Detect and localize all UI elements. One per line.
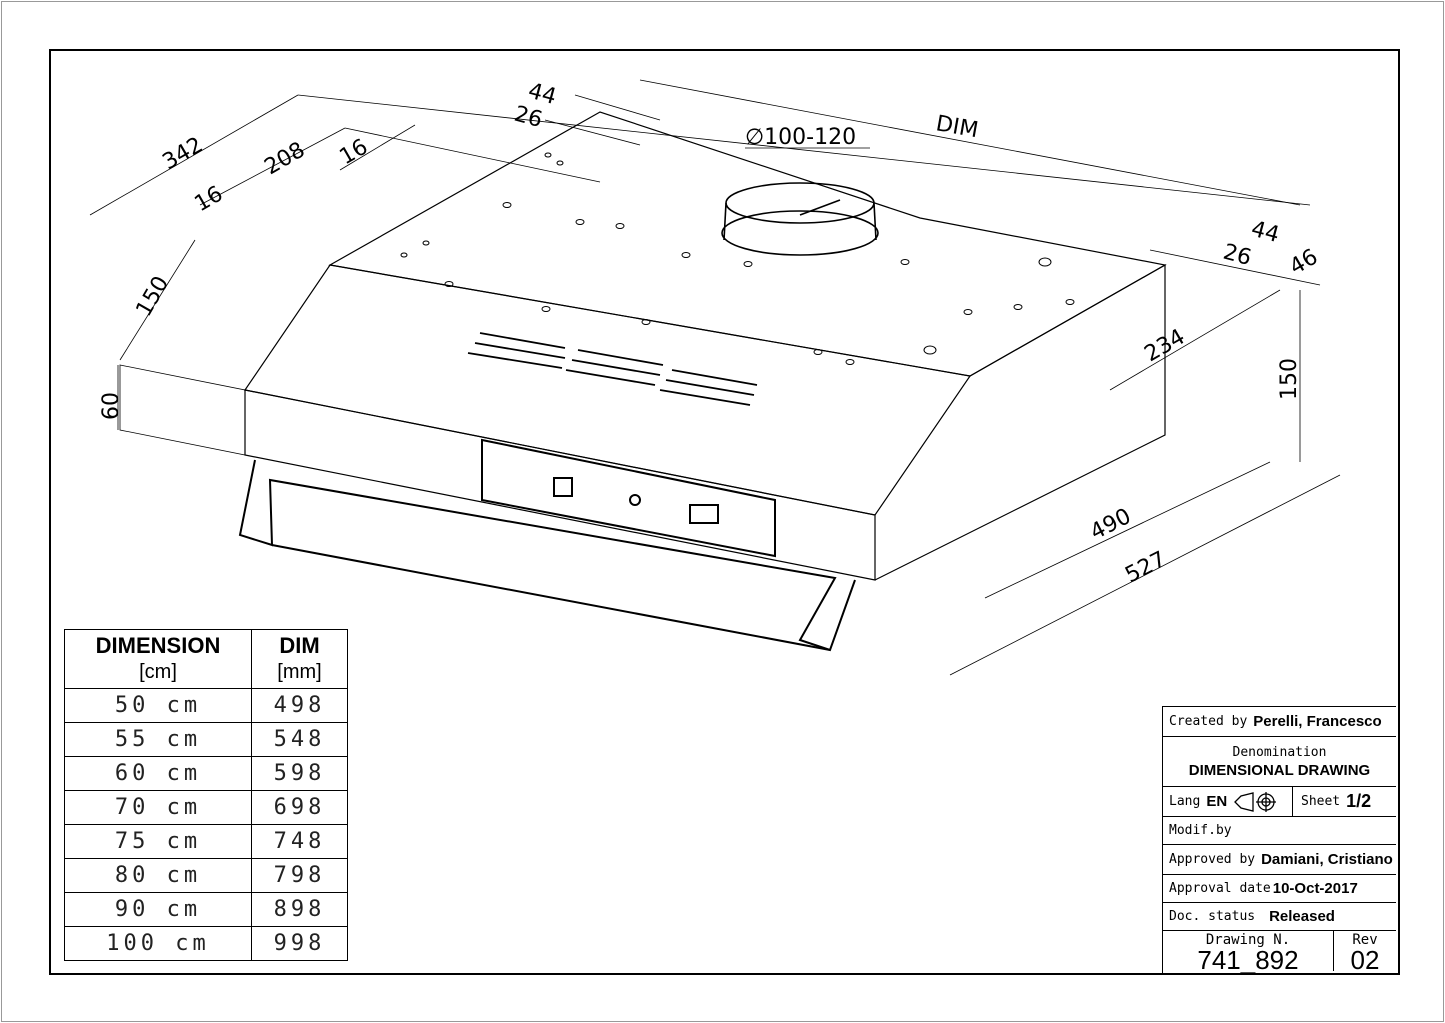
- sheet-value: 1/2: [1346, 791, 1372, 811]
- sheet-cell: Sheet 1/2: [1293, 791, 1371, 812]
- cell-size: 60 cm: [64, 756, 252, 791]
- cell-size: 50 cm: [64, 688, 252, 723]
- header-title: DIMENSION: [95, 633, 221, 658]
- mounting-holes: [400, 152, 1075, 365]
- rev-cell: Rev 02: [1334, 931, 1396, 975]
- modif-label: Modif.by: [1169, 823, 1232, 838]
- drawing-label: Drawing N.: [1205, 932, 1291, 948]
- doc-status-row: Doc. status Released: [1163, 903, 1396, 931]
- lang-label: Lang: [1169, 794, 1201, 809]
- hood-front-face: [243, 264, 972, 516]
- lang-sheet-row: Lang EN Sheet 1/2: [1163, 787, 1396, 817]
- light-button: [629, 494, 641, 506]
- duct-collar: [721, 182, 879, 256]
- drawing-number-cell: Drawing N. 741_892: [1163, 931, 1334, 975]
- title-block: Created by Perelli, Francesco Denominatio…: [1162, 706, 1396, 973]
- cell-size: 70 cm: [64, 790, 252, 825]
- cell-mm: 998: [251, 926, 348, 961]
- hood-right-side: [874, 263, 1166, 581]
- cell-size: 55 cm: [64, 722, 252, 757]
- approved-row: Approved by Damiani, Cristiano: [1163, 845, 1396, 875]
- hood-body: [119, 111, 1167, 652]
- cell-mm: 748: [251, 824, 348, 859]
- handle-bar: [238, 459, 856, 652]
- lang-cell: Lang EN: [1163, 787, 1293, 816]
- dim-26-right: 26: [1220, 240, 1254, 271]
- denomination-label: Denomination: [1232, 744, 1327, 760]
- rev-label: Rev: [1352, 932, 1378, 948]
- header-title: DIM: [279, 633, 320, 658]
- dim-16-lower: 16: [191, 182, 228, 218]
- dimension-lines: [89, 79, 1341, 676]
- drawing-frame: [49, 49, 1400, 975]
- approved-label: Approved by: [1169, 852, 1256, 867]
- hood-front-panel: [244, 389, 876, 581]
- status-value: Released: [1269, 908, 1335, 925]
- date-label: Approval date: [1169, 881, 1271, 896]
- cell-size: 75 cm: [64, 824, 252, 859]
- header-unit: [cm]: [139, 661, 177, 683]
- header-dim: DIM [mm]: [251, 629, 348, 689]
- dim-60: 60: [99, 392, 124, 420]
- cell-size: 80 cm: [64, 858, 252, 893]
- header-dimension: DIMENSION [cm]: [64, 629, 252, 689]
- cell-size: 90 cm: [64, 892, 252, 927]
- hood-left-side: [119, 364, 246, 456]
- dim-DIM: DIM: [934, 111, 980, 143]
- dim-duct-diameter: ∅100-120: [745, 125, 856, 150]
- header-unit: [mm]: [277, 661, 322, 683]
- created-by-row: Created by Perelli, Francesco: [1163, 707, 1396, 737]
- dim-46: 46: [1286, 245, 1323, 281]
- dimension-labels: 342 208 16 16 44 26 ∅100-120 DIM 44 26 4…: [99, 79, 1322, 589]
- approved-value: Damiani, Cristiano: [1261, 851, 1393, 868]
- status-label: Doc. status: [1169, 909, 1256, 924]
- created-value: Perelli, Francesco: [1253, 713, 1382, 730]
- sheet-label: Sheet: [1301, 794, 1341, 809]
- modif-row: Modif.by: [1163, 817, 1396, 845]
- dim-16-upper: 16: [336, 135, 373, 171]
- rev-value: 02: [1350, 945, 1380, 975]
- cell-size: 100 cm: [64, 926, 252, 961]
- dim-342: 342: [159, 133, 208, 176]
- lang-value: EN: [1206, 793, 1228, 810]
- cell-mm: 548: [251, 722, 348, 757]
- cell-mm: 498: [251, 688, 348, 723]
- dim-527: 527: [1121, 547, 1170, 588]
- vent-slots: [467, 332, 758, 406]
- cell-mm: 798: [251, 858, 348, 893]
- drawing-value: 741_892: [1197, 945, 1299, 975]
- dim-490: 490: [1086, 504, 1135, 545]
- projection-symbol-icon: [1234, 791, 1277, 812]
- cell-mm: 898: [251, 892, 348, 927]
- denomination-value: DIMENSIONAL DRAWING: [1188, 761, 1371, 779]
- dim-208: 208: [261, 138, 310, 181]
- control-panel: [481, 438, 776, 558]
- dim-44-right: 44: [1248, 217, 1282, 248]
- date-value: 10-Oct-2017: [1272, 880, 1358, 897]
- drawing-number-row: Drawing N. 741_892 Rev 02: [1163, 931, 1396, 975]
- cell-mm: 698: [251, 790, 348, 825]
- slider-switch-left: [553, 477, 573, 497]
- created-label: Created by: [1169, 714, 1248, 729]
- dim-150-right: 150: [1277, 358, 1302, 400]
- table-header-row: DIMENSION [cm] DIM [mm]: [64, 629, 348, 689]
- slider-switch-right: [689, 504, 719, 524]
- dim-150-left: 150: [132, 272, 175, 321]
- cell-mm: 598: [251, 756, 348, 791]
